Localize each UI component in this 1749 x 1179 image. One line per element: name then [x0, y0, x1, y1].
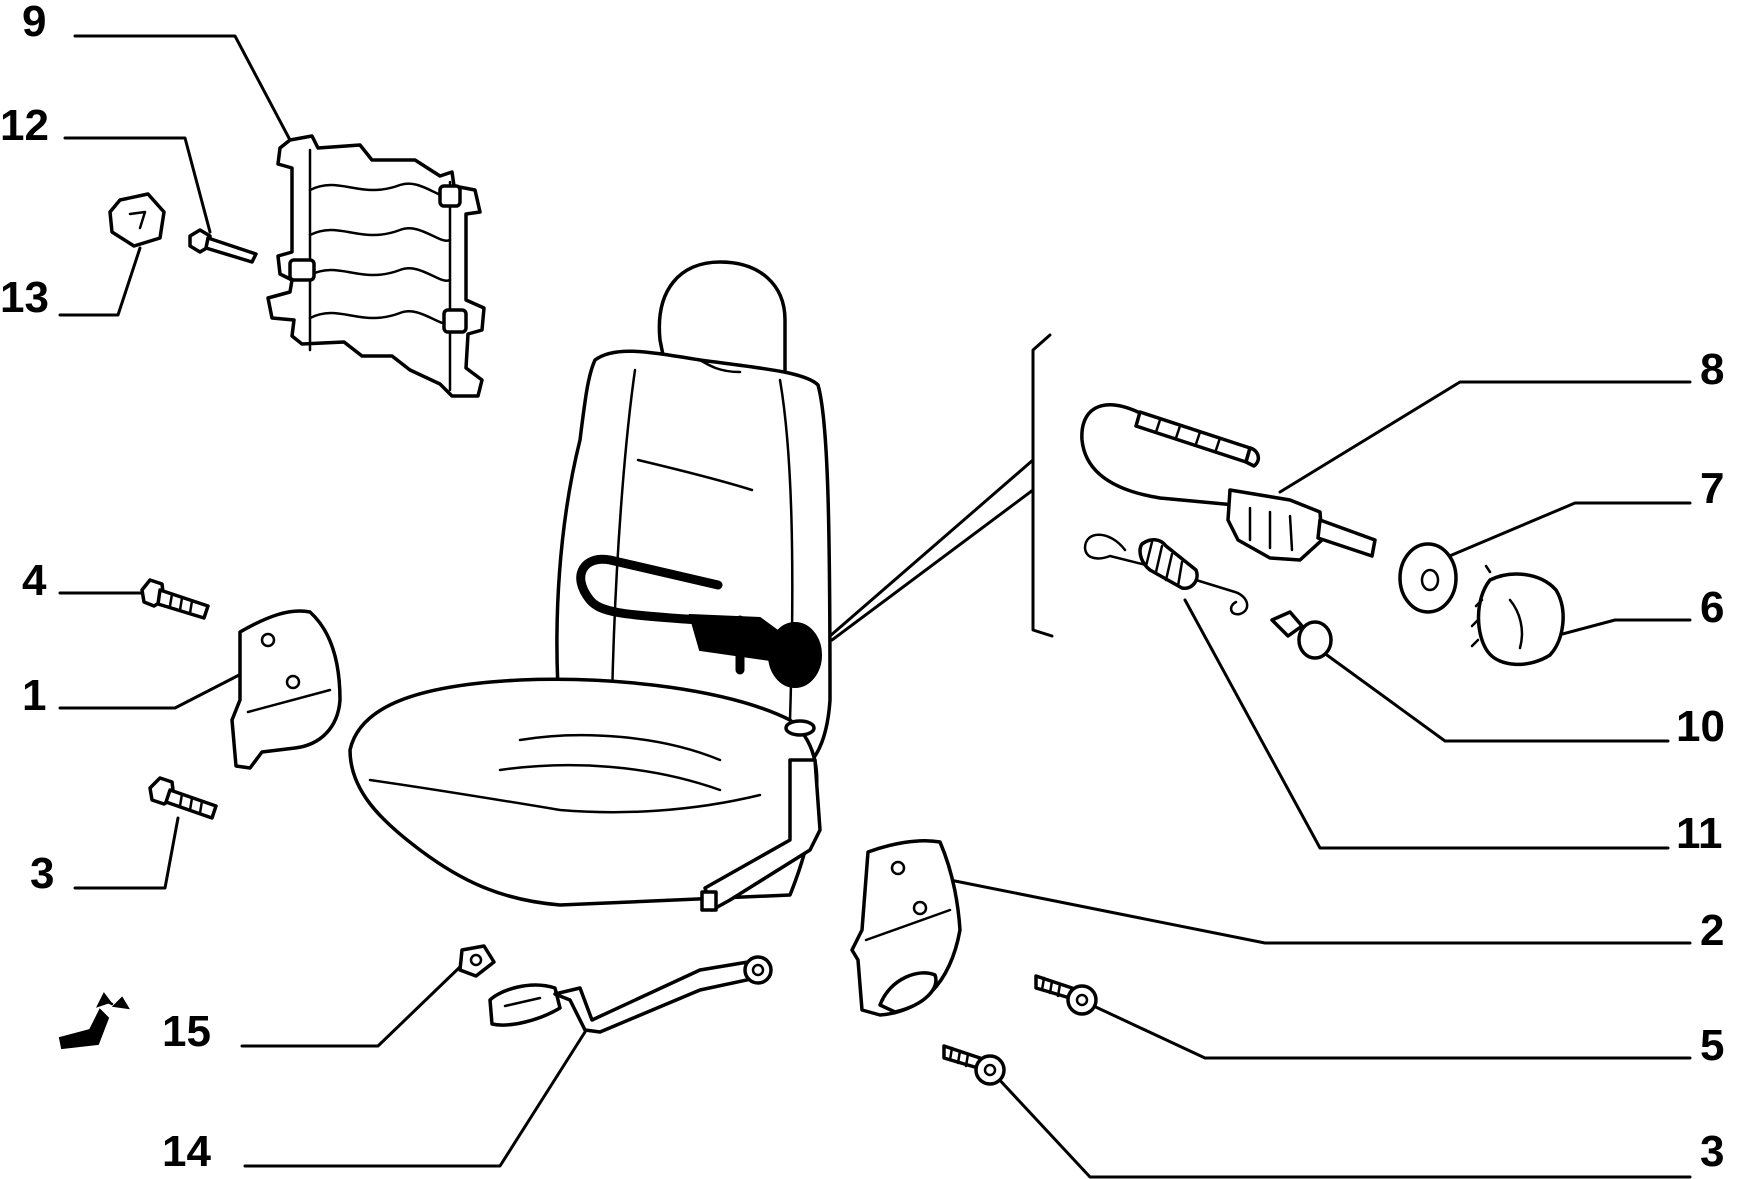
callout-6[interactable]: 6 — [1700, 583, 1724, 632]
part-11-spring[interactable] — [1083, 533, 1249, 616]
callout-2[interactable]: 2 — [1700, 906, 1724, 955]
part-8-lumbar-cable-assembly[interactable] — [1080, 403, 1377, 562]
callout-3-left[interactable]: 3 — [30, 849, 54, 898]
callout-1[interactable]: 1 — [22, 671, 46, 720]
leader-10 — [1318, 648, 1670, 743]
part-15-nut[interactable] — [458, 944, 496, 978]
callout-15[interactable]: 15 — [162, 1007, 211, 1056]
leader-6 — [1538, 618, 1692, 642]
callout-5[interactable]: 5 — [1700, 1021, 1724, 1070]
part-9-backrest-spring-grid[interactable] — [266, 134, 486, 398]
callout-4[interactable]: 4 — [22, 556, 47, 605]
callout-12[interactable]: 12 — [0, 101, 49, 150]
callout-14[interactable]: 14 — [162, 1127, 211, 1176]
lumbar-cable — [576, 554, 723, 625]
part-12-bolt[interactable] — [188, 228, 258, 264]
leader-5 — [1083, 1000, 1692, 1060]
callout-9[interactable]: 9 — [22, 0, 46, 46]
leader-lines — [58, 34, 1692, 1179]
part-3-left-bolt[interactable] — [148, 776, 218, 820]
detail-connector-upper — [828, 458, 1035, 638]
part-10-pin[interactable] — [1270, 610, 1333, 660]
leader-7 — [1438, 501, 1692, 562]
callout-3-right[interactable]: 3 — [1700, 1127, 1724, 1176]
callout-13[interactable]: 13 — [0, 273, 49, 322]
part-2-side-cover[interactable] — [850, 838, 962, 1017]
part-13-clip[interactable] — [108, 192, 166, 248]
detail-connector-lower — [830, 488, 1035, 642]
leader-2 — [948, 878, 1692, 945]
seat-assembly[interactable] — [348, 260, 832, 912]
part-4-bolt[interactable] — [140, 578, 210, 620]
part-1-side-cover[interactable] — [230, 609, 342, 770]
part-3-right-screw[interactable] — [942, 1044, 1006, 1086]
leader-3-left — [73, 816, 180, 890]
part-7-washer[interactable] — [1398, 542, 1458, 614]
seat-rail[interactable] — [703, 758, 822, 912]
part-14-lever[interactable] — [488, 955, 773, 1034]
callout-10[interactable]: 10 — [1676, 702, 1725, 751]
seat-adjust-icon — [58, 992, 130, 1050]
callout-7[interactable]: 7 — [1700, 464, 1724, 513]
callout-11[interactable]: 11 — [1676, 809, 1723, 858]
leader-11 — [1183, 598, 1670, 850]
leader-3-right — [993, 1073, 1692, 1179]
leader-13 — [58, 246, 142, 317]
leader-14 — [243, 1030, 587, 1168]
detail-bracket — [1031, 333, 1054, 638]
part-6-knob[interactable] — [1470, 564, 1565, 667]
callout-8[interactable]: 8 — [1700, 345, 1724, 394]
leader-15 — [240, 963, 464, 1048]
leader-8 — [1278, 380, 1692, 494]
part-5-screw[interactable] — [1034, 974, 1098, 1016]
leader-9 — [73, 34, 292, 142]
leader-1 — [58, 670, 247, 710]
leader-12 — [63, 136, 212, 234]
